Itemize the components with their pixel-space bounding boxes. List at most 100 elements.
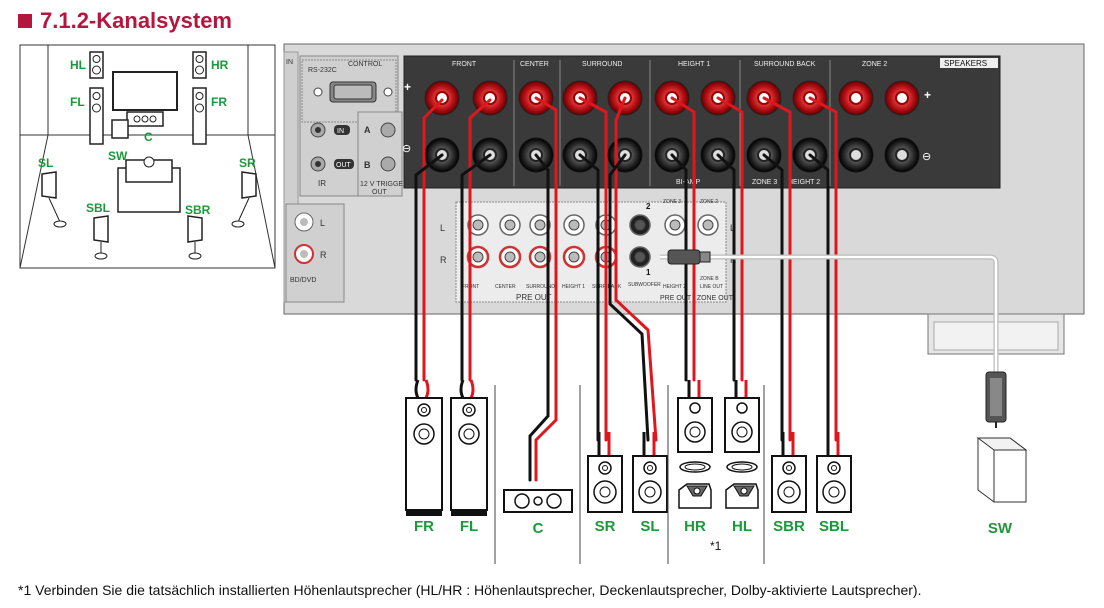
speaker-label-sr: SR	[595, 518, 616, 535]
room-layout: HL HR FL FR C SW SL SR SBL SBR	[19, 44, 276, 269]
room-speaker-sbr-icon	[187, 215, 203, 260]
sub-plug-receiver-icon	[667, 249, 701, 265]
speaker-row	[405, 379, 852, 516]
sofa-icon	[117, 156, 181, 213]
room-label-sr: SR	[239, 156, 256, 170]
group-height1-label: HEIGHT 1	[678, 61, 710, 68]
room-speaker-sl-icon	[41, 171, 67, 228]
wire-sbr-minus	[762, 153, 784, 442]
pre-height1-label: HEIGHT 1	[562, 284, 585, 290]
speaker-hr-icon	[677, 380, 713, 509]
wire-hl-plus	[716, 96, 744, 382]
room-speaker-sbl-icon	[93, 215, 109, 260]
in-label-top: IN	[286, 59, 293, 66]
rca-jack-2-1	[499, 214, 521, 236]
ir-in-tag	[334, 125, 350, 135]
speaker-label-sl: SL	[640, 518, 659, 535]
speaker-wires	[414, 96, 838, 482]
trigger-a-label: A	[364, 125, 371, 135]
subwoofer-icon	[976, 437, 1028, 503]
zone3-small-label: ZONE 3	[663, 199, 681, 205]
speaker-sr-icon	[587, 432, 623, 513]
pre-out-jacks	[466, 214, 719, 269]
wire-sr-minus	[578, 153, 600, 442]
pre-out-r-label: R	[440, 255, 447, 265]
speaker-label-hl: HL	[732, 518, 752, 535]
height2-small-label: HEIGHT 2	[663, 284, 686, 290]
rs232c-label: RS-232C	[308, 67, 337, 74]
room-label-hl: HL	[70, 58, 86, 72]
speaker-fr-icon	[405, 379, 443, 516]
rca-jack-2-2	[498, 245, 522, 269]
room-label-c: C	[144, 130, 153, 144]
group-surround-label: SURROUND	[582, 61, 622, 68]
group-center-label: CENTER	[520, 61, 549, 68]
bd-dvd-label: BD/DVD	[290, 277, 316, 284]
terminal-minus-11	[884, 137, 920, 173]
control-label: CONTROL	[348, 61, 382, 68]
rca-jack-3-1	[529, 214, 551, 236]
rca-jack-1-2	[466, 245, 490, 269]
line-out-label: LINE OUT	[700, 284, 723, 290]
trigger-label: 12 V TRIGGER	[360, 181, 408, 188]
pre-surround-label: SURROUND	[526, 284, 555, 290]
ir-in-label: IN	[337, 128, 344, 135]
speaker-label-fl: FL	[460, 518, 478, 535]
trigger-b-jack-icon	[380, 156, 396, 172]
trigger-out-label: OUT	[372, 189, 388, 196]
wire-sbl-plus	[808, 96, 838, 442]
plus-symbol-left: +	[404, 80, 411, 94]
trigger-b-label: B	[364, 160, 371, 170]
wire-sl-plus	[614, 96, 658, 442]
terminal-minus-10	[838, 137, 874, 173]
zone2-small-label: ZONE 2	[700, 199, 718, 205]
ir-label: IR	[318, 179, 326, 188]
room-speaker-fr-icon	[192, 87, 207, 145]
footnote: *1 Verbinden Sie die tatsächlich install…	[18, 582, 922, 598]
pre-out-l-label: L	[440, 223, 445, 233]
speaker-sbr-icon	[771, 432, 807, 513]
trigger-a-jack-icon	[380, 122, 396, 138]
speaker-label-sw: SW	[988, 520, 1013, 537]
speaker-label-sbl: SBL	[819, 518, 849, 535]
room-label-hr: HR	[211, 58, 229, 72]
bi-amp-label: BI-AMP	[676, 179, 700, 186]
room-speaker-hl-icon	[89, 51, 104, 79]
bd-dvd-r-label: R	[320, 250, 327, 260]
wire-fl-plus	[468, 98, 492, 382]
note-marker: *1	[710, 539, 722, 553]
minus-symbol-right: ⊖	[922, 151, 931, 163]
wire-fr-plus	[422, 98, 444, 382]
subwoofer-1-label: 1	[646, 268, 651, 277]
ir-in-jack-icon	[310, 122, 326, 138]
room-speaker-fl-icon	[89, 87, 104, 145]
room-label-fr: FR	[211, 95, 227, 109]
rca-jack-3-2	[528, 245, 552, 269]
terminal-plus-10	[838, 80, 874, 116]
speaker-sbl-icon	[816, 432, 852, 513]
terminal-plus-11	[884, 80, 920, 116]
subwoofer-cable	[660, 249, 1007, 428]
zone-b-label: ZONE B	[700, 276, 719, 282]
wire-sbl-minus	[808, 153, 830, 442]
page-title: 7.1.2-Kanalsystem	[40, 8, 232, 33]
speaker-fl-icon	[450, 379, 488, 516]
group-zone2-label: ZONE 2	[862, 61, 887, 68]
pre-out-zone-label: PRE OUT / ZONE OUT	[660, 295, 734, 302]
room-subwoofer-icon	[111, 119, 129, 139]
speaker-label-hr: HR	[684, 518, 706, 535]
speakers-header: SPEAKERS	[944, 59, 987, 68]
ir-out-label: OUT	[336, 162, 352, 169]
room-speaker-hr-icon	[192, 51, 207, 79]
zone3-label: ZONE 3	[752, 179, 777, 186]
rca-jack-4-1	[563, 214, 585, 236]
rca-jack-6-2	[629, 246, 651, 268]
speaker-c-icon	[503, 489, 573, 513]
minus-symbol-left: ⊖	[402, 143, 411, 155]
room-speaker-sr-icon	[231, 171, 257, 228]
wire-sr-plus	[578, 96, 608, 442]
group-surround-back-label: SURROUND BACK	[754, 61, 816, 68]
speaker-label-fr: FR	[414, 518, 434, 535]
rca-jack-8-1	[697, 214, 719, 236]
speaker-label-c: C	[533, 520, 544, 537]
